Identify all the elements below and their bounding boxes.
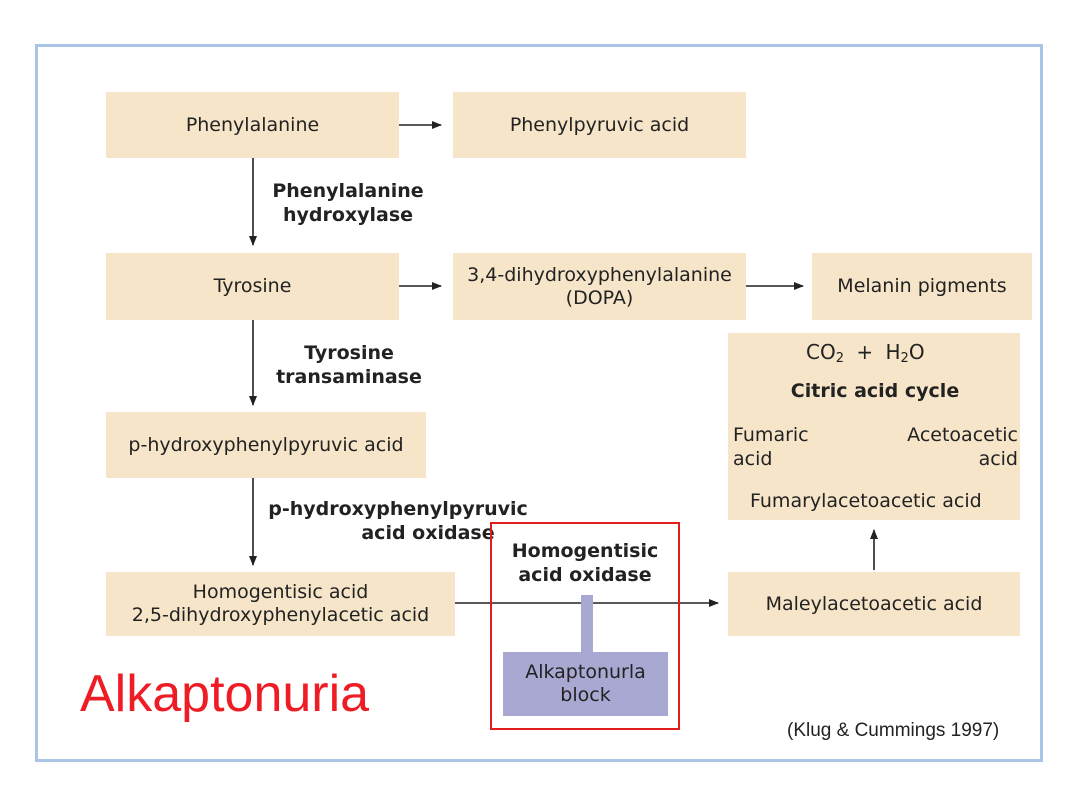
hppa-oxidase-line1: p-hydroxyphenylpyruvic	[268, 498, 528, 520]
hga-oxidase-label: Homogentisic acid oxidase	[495, 540, 675, 588]
phenylpyruvic-acid-box: Phenylpyruvic acid	[453, 92, 746, 158]
homogentisic-label-line1: Homogentisic acid	[192, 581, 369, 604]
phenylpyruvic-acid-label: Phenylpyruvic acid	[509, 113, 690, 136]
acetoacetic-line1: Acetoacetic	[907, 424, 1018, 446]
h2o-subscript: 2	[900, 351, 909, 366]
fumaric-line1: Fumaric	[733, 424, 809, 446]
homogentisic-label-line2: 2,5-dihydroxyphenylacetic acid	[131, 604, 430, 626]
tyr-transaminase-label: Tyrosine transaminase	[275, 342, 423, 390]
dopa-box: 3,4-dihydroxyphenylalanine (DOPA)	[453, 253, 746, 320]
fumaric-line2: acid	[733, 447, 773, 470]
phenylalanine-label: Phenylalanine	[185, 113, 320, 136]
hga-oxidase-line2: acid oxidase	[518, 563, 652, 586]
melanin-box: Melanin pigments	[812, 253, 1032, 320]
co2-subscript: 2	[835, 351, 844, 366]
citric-cycle-panel	[728, 333, 1020, 520]
tyr-transaminase-line2: transaminase	[276, 365, 422, 388]
h2o-h: H	[885, 340, 901, 364]
melanin-label: Melanin pigments	[837, 275, 1007, 298]
dopa-label-line2: (DOPA)	[565, 286, 634, 309]
maleylacetoacetic-box: Maleylacetoacetic acid	[728, 572, 1020, 636]
tyr-transaminase-line1: Tyrosine	[304, 342, 394, 364]
diagram-title: Alkaptonuria	[80, 665, 370, 723]
fumaric-acid-label: Fumaric acid	[733, 424, 809, 472]
phe-hydroxylase-line1: Phenylalanine	[272, 180, 424, 202]
p-hppa-label: p-hydroxyphenylpyruvic acid	[128, 433, 404, 456]
plus-sign: +	[856, 340, 874, 364]
alkaptonuria-block-box: Alkaptonurla block	[503, 652, 668, 716]
enzyme-block-highlight	[490, 522, 680, 730]
phe-hydroxylase-label: Phenylalanine hydroxylase	[268, 180, 428, 228]
maleylacetoacetic-label: Maleylacetoacetic acid	[765, 592, 983, 615]
dopa-label-line1: 3,4-dihydroxyphenylalanine	[467, 263, 732, 286]
fumarylacetoacetic-label: Fumarylacetoacetic acid	[750, 490, 982, 512]
phenylalanine-box: Phenylalanine	[106, 92, 399, 158]
block-line1: Alkaptonurla	[525, 661, 646, 684]
block-line2: block	[560, 684, 611, 706]
hppa-oxidase-label: p-hydroxyphenylpyruvic acid oxidase	[258, 498, 538, 546]
phe-hydroxylase-line2: hydroxylase	[282, 203, 414, 226]
p-hppa-box: p-hydroxyphenylpyruvic acid	[106, 412, 426, 478]
citation: (Klug & Cummings 1997)	[787, 720, 1000, 741]
tyrosine-box: Tyrosine	[106, 253, 399, 320]
h2o-o: O	[908, 340, 925, 364]
acetoacetic-line2: acid	[978, 447, 1018, 470]
block-connector	[581, 595, 593, 652]
hga-oxidase-line1: Homogentisic	[511, 540, 659, 562]
acetoacetic-acid-label: Acetoacetic acid	[896, 424, 1018, 472]
co2-h2o-label: CO2 + H2O	[806, 340, 925, 366]
hppa-oxidase-line2: acid oxidase	[361, 521, 495, 544]
citric-cycle-label: Citric acid cycle	[790, 380, 960, 402]
co2-label: CO	[806, 340, 836, 364]
homogentisic-acid-box: Homogentisic acid 2,5-dihydroxyphenylace…	[106, 572, 455, 636]
tyrosine-label: Tyrosine	[213, 275, 292, 298]
